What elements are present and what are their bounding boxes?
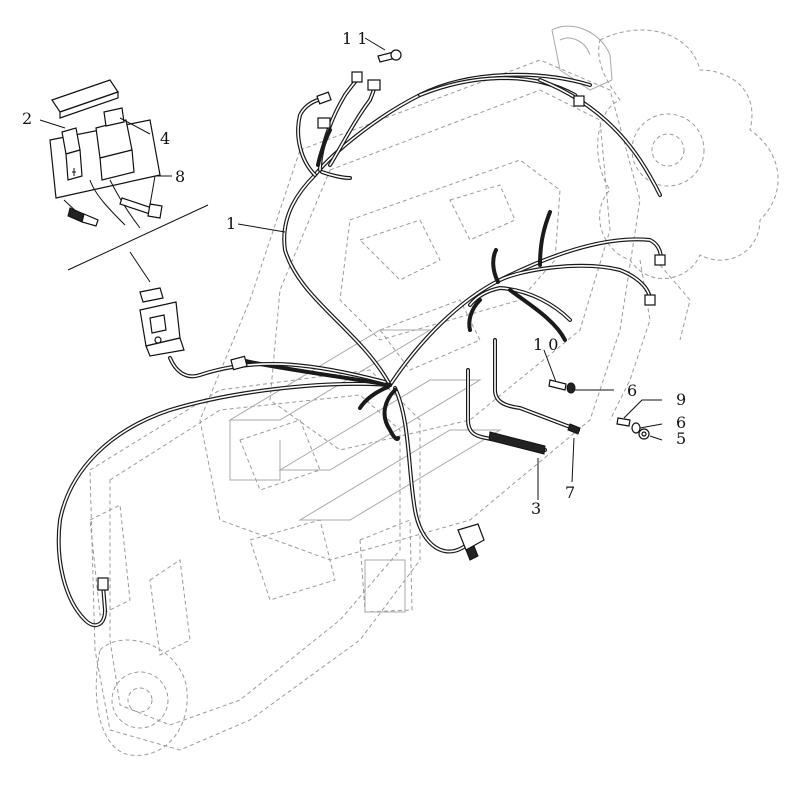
callout-1-harness: 1 bbox=[226, 214, 236, 233]
callout-10: 1 0 bbox=[533, 335, 558, 354]
callout-3: 3 bbox=[531, 499, 541, 518]
separator-line bbox=[67, 204, 209, 271]
fan-outline bbox=[597, 29, 779, 421]
bolt-part-8 bbox=[119, 197, 163, 219]
callout-7: 7 bbox=[565, 483, 575, 502]
callout-6-upper: 6 bbox=[627, 381, 637, 400]
callout-4: 4 bbox=[160, 129, 170, 148]
bracket-part-7 bbox=[493, 338, 581, 435]
callout-leaders bbox=[39, 37, 663, 500]
pointer-line bbox=[129, 251, 151, 283]
callout-5: 5 bbox=[676, 429, 686, 448]
callout-9: 9 bbox=[676, 390, 686, 409]
fastener-set bbox=[548, 379, 650, 440]
bracket-part-3 bbox=[466, 368, 547, 455]
callout-11: 1 1 bbox=[342, 29, 367, 48]
engine-block-outline bbox=[199, 25, 641, 561]
relay-module bbox=[139, 287, 185, 357]
callout-labels: 1 1 2 4 8 1 1 0 6 9 6 5 3 7 bbox=[22, 29, 686, 518]
relay-panel bbox=[49, 79, 161, 229]
callout-6-lower: 6 bbox=[676, 413, 686, 432]
callout-8: 8 bbox=[175, 167, 185, 186]
watermark-logo bbox=[228, 329, 502, 521]
bolt-part-11 bbox=[377, 49, 402, 63]
callout-2: 2 bbox=[22, 109, 32, 128]
harness-connectors bbox=[97, 71, 666, 591]
transmission-outline bbox=[89, 369, 421, 756]
